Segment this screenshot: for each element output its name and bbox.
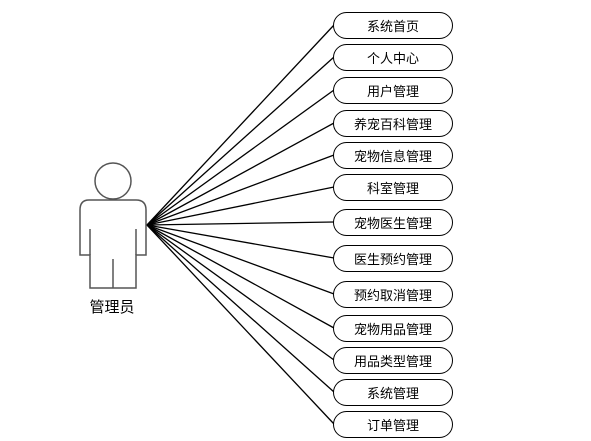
connector-line-9 <box>146 224 335 295</box>
connector-line-4 <box>146 122 335 226</box>
use-case-3: 用户管理 <box>333 76 453 104</box>
connector-line-3 <box>146 89 335 226</box>
connector-line-10 <box>146 224 335 329</box>
use-case-5: 宠物信息管理 <box>333 141 453 169</box>
connector-line-13 <box>146 224 335 425</box>
actor-head <box>94 162 132 200</box>
actor-body <box>79 199 147 289</box>
actor-label: 管理员 <box>89 298 135 316</box>
use-case-12: 系统管理 <box>333 378 453 406</box>
use-case-13: 订单管理 <box>333 410 453 438</box>
connector-line-1 <box>146 24 335 226</box>
actor-figure <box>79 162 147 289</box>
use-case-1: 系统首页 <box>333 11 453 39</box>
connector-line-11 <box>146 224 335 361</box>
connector-line-12 <box>146 224 335 393</box>
use-case-11: 用品类型管理 <box>333 346 453 374</box>
use-case-7: 宠物医生管理 <box>333 208 453 236</box>
use-case-8: 医生预约管理 <box>333 244 453 272</box>
use-case-6: 科室管理 <box>333 173 453 201</box>
connector-line-5 <box>146 154 335 226</box>
use-case-4: 养宠百科管理 <box>333 109 453 137</box>
connectors <box>146 24 335 425</box>
use-case-10: 宠物用品管理 <box>333 314 453 342</box>
use-case-9: 预约取消管理 <box>333 280 453 308</box>
connector-line-6 <box>146 186 335 226</box>
use-case-2: 个人中心 <box>333 43 453 71</box>
connector-line-7 <box>146 221 335 226</box>
connector-line-8 <box>146 224 335 259</box>
connector-line-2 <box>146 56 335 226</box>
